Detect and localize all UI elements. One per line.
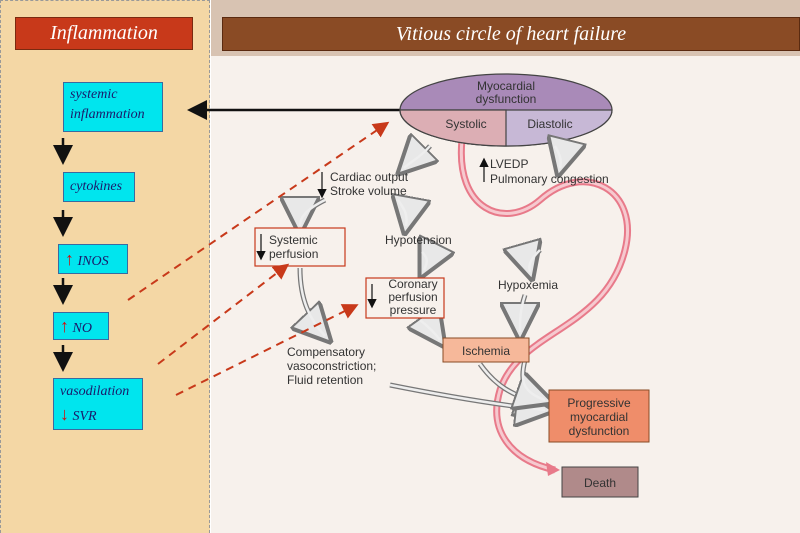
dysfunction-label-2: dysfunction	[569, 424, 630, 438]
systemic-perfusion-box	[254, 227, 346, 267]
diastolic-label: Diastolic	[527, 117, 572, 131]
heart-failure-title: Vitious circle of heart failure	[222, 17, 800, 51]
no-to-systolic-link	[127, 121, 390, 301]
ischemia-box	[442, 337, 530, 363]
coronary-perfusion-box	[365, 277, 445, 319]
progressive-label: Progressive	[567, 396, 631, 410]
systolic-label: Systolic	[445, 117, 486, 131]
progressive-dysfunction-box	[548, 389, 650, 443]
systemic-label: systemic	[70, 87, 118, 102]
myocardial-label: Myocardial	[477, 79, 535, 93]
svr-label: SVR	[72, 409, 97, 424]
systemic-label: Systemic	[269, 233, 318, 247]
death-box	[561, 466, 639, 498]
perfusion-label: perfusion	[269, 247, 318, 261]
dysfunction-label: dysfunction	[476, 92, 537, 106]
cytokines-box: cytokines	[63, 172, 135, 202]
up-arrow-icon: ↑	[65, 249, 74, 269]
vasodilation-box: vasodilation ↓ SVR	[53, 378, 143, 430]
inos-box: ↑ INOS	[58, 244, 128, 274]
pulmonary-congestion-label: Pulmonary congestion	[490, 172, 609, 186]
no-box: ↑ NO	[53, 312, 109, 340]
down-arrow-icon: ↓	[60, 404, 69, 424]
compensatory-label: Compensatory	[287, 345, 365, 359]
myocardial-label-2: myocardial	[570, 410, 628, 424]
cytokines-label: cytokines	[70, 179, 123, 194]
cardiac-output-label: Cardiac output	[330, 170, 409, 184]
death-label: Death	[584, 476, 616, 490]
up-arrow-icon: ↑	[60, 316, 69, 336]
inflammation-title: Inflammation	[15, 17, 193, 50]
vasoconstriction-label: vasoconstriction;	[287, 359, 376, 373]
pressure-label: pressure	[390, 303, 437, 317]
fluid-retention-label: Fluid retention	[287, 373, 363, 387]
hypoxemia-label: Hypoxemia	[498, 278, 558, 292]
svr-to-coronary-link	[175, 304, 359, 396]
lvedp-label: LVEDP	[490, 157, 528, 171]
no-label: NO	[72, 321, 92, 336]
inos-label: INOS	[77, 254, 109, 269]
inflammation-label: inflammation	[70, 107, 145, 122]
perfusion-label-2: perfusion	[388, 290, 437, 304]
ischemia-label: Ischemia	[462, 344, 510, 358]
vasodilation-label: vasodilation	[60, 384, 130, 399]
coronary-label: Coronary	[388, 277, 437, 291]
stroke-volume-label: Stroke volume	[330, 184, 407, 198]
hypotension-label: Hypotension	[385, 233, 452, 247]
systemic-inflammation-box: systemic inflammation	[63, 82, 163, 132]
